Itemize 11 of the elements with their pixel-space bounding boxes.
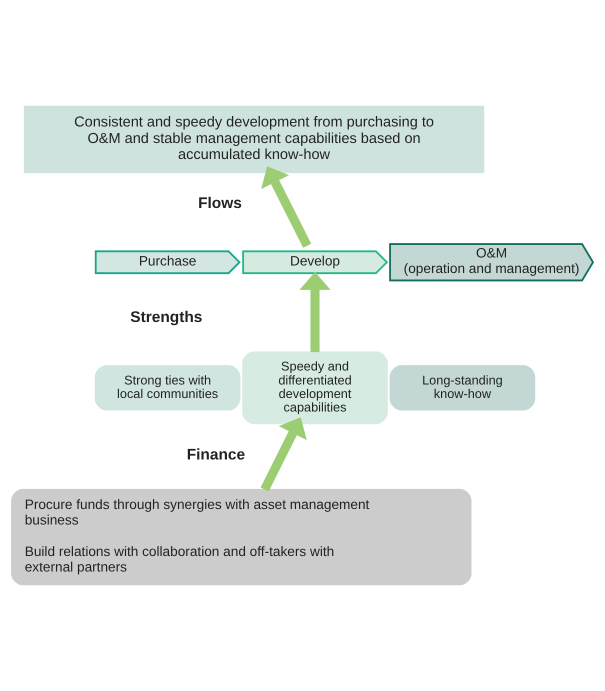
label: Finance — [186, 446, 246, 464]
node-box: Consistent and speedy development from purchasing to O&M and stable management capabilities based on accumulated know-how — [24, 106, 484, 174]
label: Flows — [198, 195, 242, 212]
arrow — [261, 166, 312, 248]
arrow — [299, 272, 331, 352]
arrow — [260, 417, 307, 492]
node-box: Procure funds through synergies with asset management business Build relations with collaboration and off-takers with external partners — [11, 488, 472, 586]
label: Strengths — [130, 308, 202, 326]
node-box: Long-standing know-how — [390, 365, 536, 411]
node-box: Strong ties with local communities — [94, 365, 240, 411]
node-box: Speedy and differentiated development capabilities — [242, 351, 388, 424]
